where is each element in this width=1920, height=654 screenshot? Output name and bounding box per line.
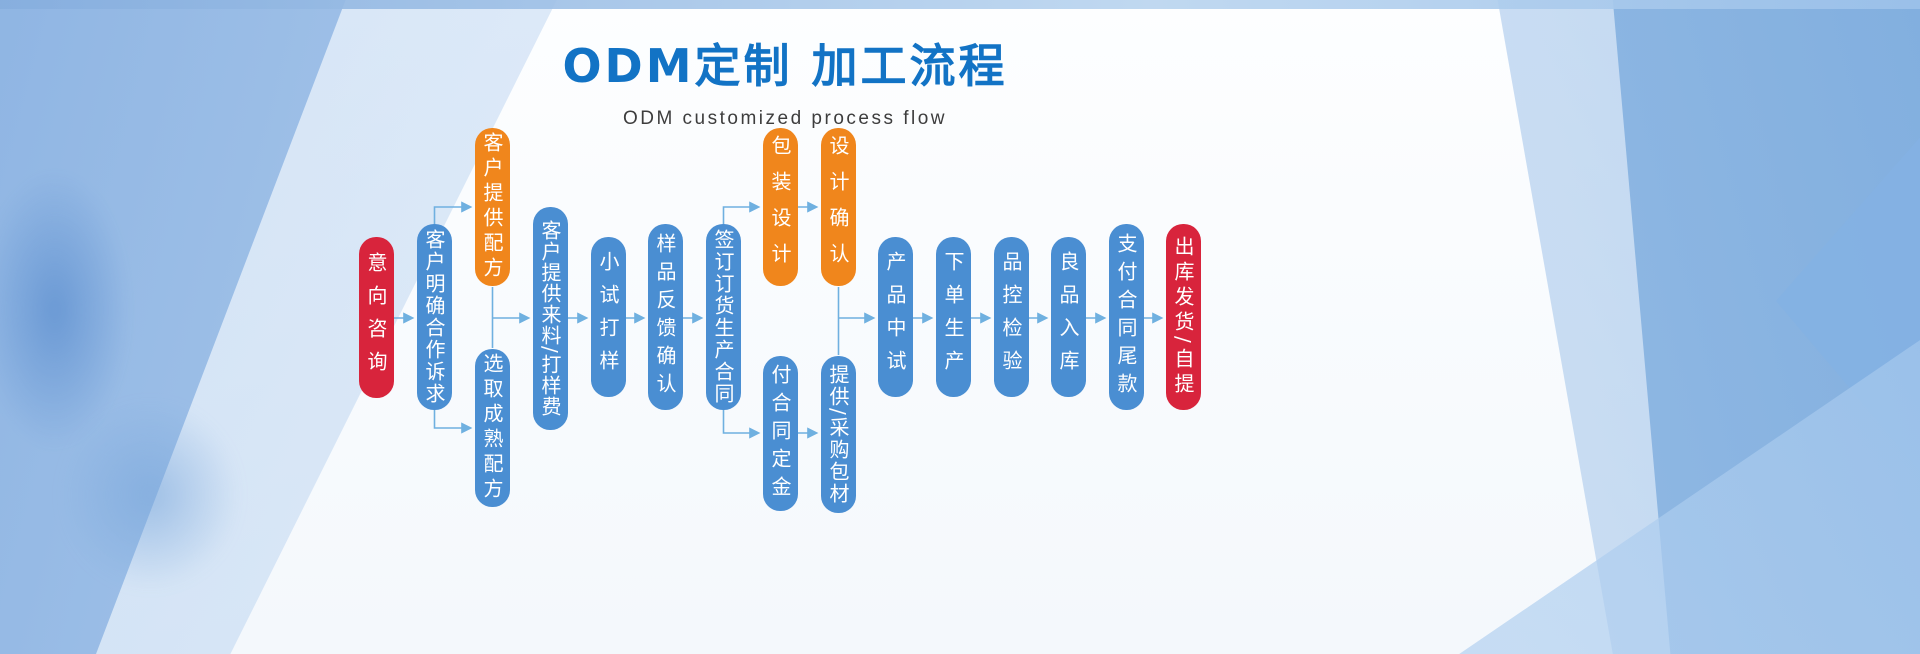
flow-node-sample-feedback: 样品反馈确认 <box>648 224 683 410</box>
flow-node-sign-contract: 签订订货生产合同 <box>706 224 741 410</box>
flow-node-packaging-design: 包装设计 <box>763 128 798 286</box>
flow-node-customer-formula: 客户提供配方 <box>475 128 510 286</box>
flow-node-qc-inspection: 品控检验 <box>994 237 1029 397</box>
flow-node-ship-or-pickup: 出库发货/自提 <box>1166 224 1201 410</box>
background-top-strip <box>0 0 1920 9</box>
flow-node-clarify-demands: 客户明确合作诉求 <box>417 224 452 410</box>
flow-node-order-production: 下单生产 <box>936 237 971 397</box>
flow-node-packaging-materials: 提供/采购包材 <box>821 356 856 513</box>
page-title: ODM定制 加工流程 <box>562 39 1008 93</box>
flow-node-materials-fee: 客户提供来料/打样费 <box>533 207 568 430</box>
header: ODM定制 加工流程 ODM customized process flow <box>0 30 1570 130</box>
flow-node-design-confirm: 设计确认 <box>821 128 856 286</box>
flow-node-contract-deposit: 付合同定金 <box>763 356 798 511</box>
background-left-blur-blob-2 <box>60 400 240 590</box>
page-subtitle: ODM customized process flow <box>622 108 948 129</box>
flow-node-pilot-test: 产品中试 <box>878 237 913 397</box>
flow-node-final-payment: 支付合同尾款 <box>1109 224 1144 410</box>
flow-node-trial-sample: 小试打样 <box>591 237 626 397</box>
flow-node-mature-formula: 选取成熟配方 <box>475 349 510 507</box>
flow-node-warehouse-in: 良品入库 <box>1051 237 1086 397</box>
flow-node-intent-consult: 意向咨询 <box>359 237 394 398</box>
